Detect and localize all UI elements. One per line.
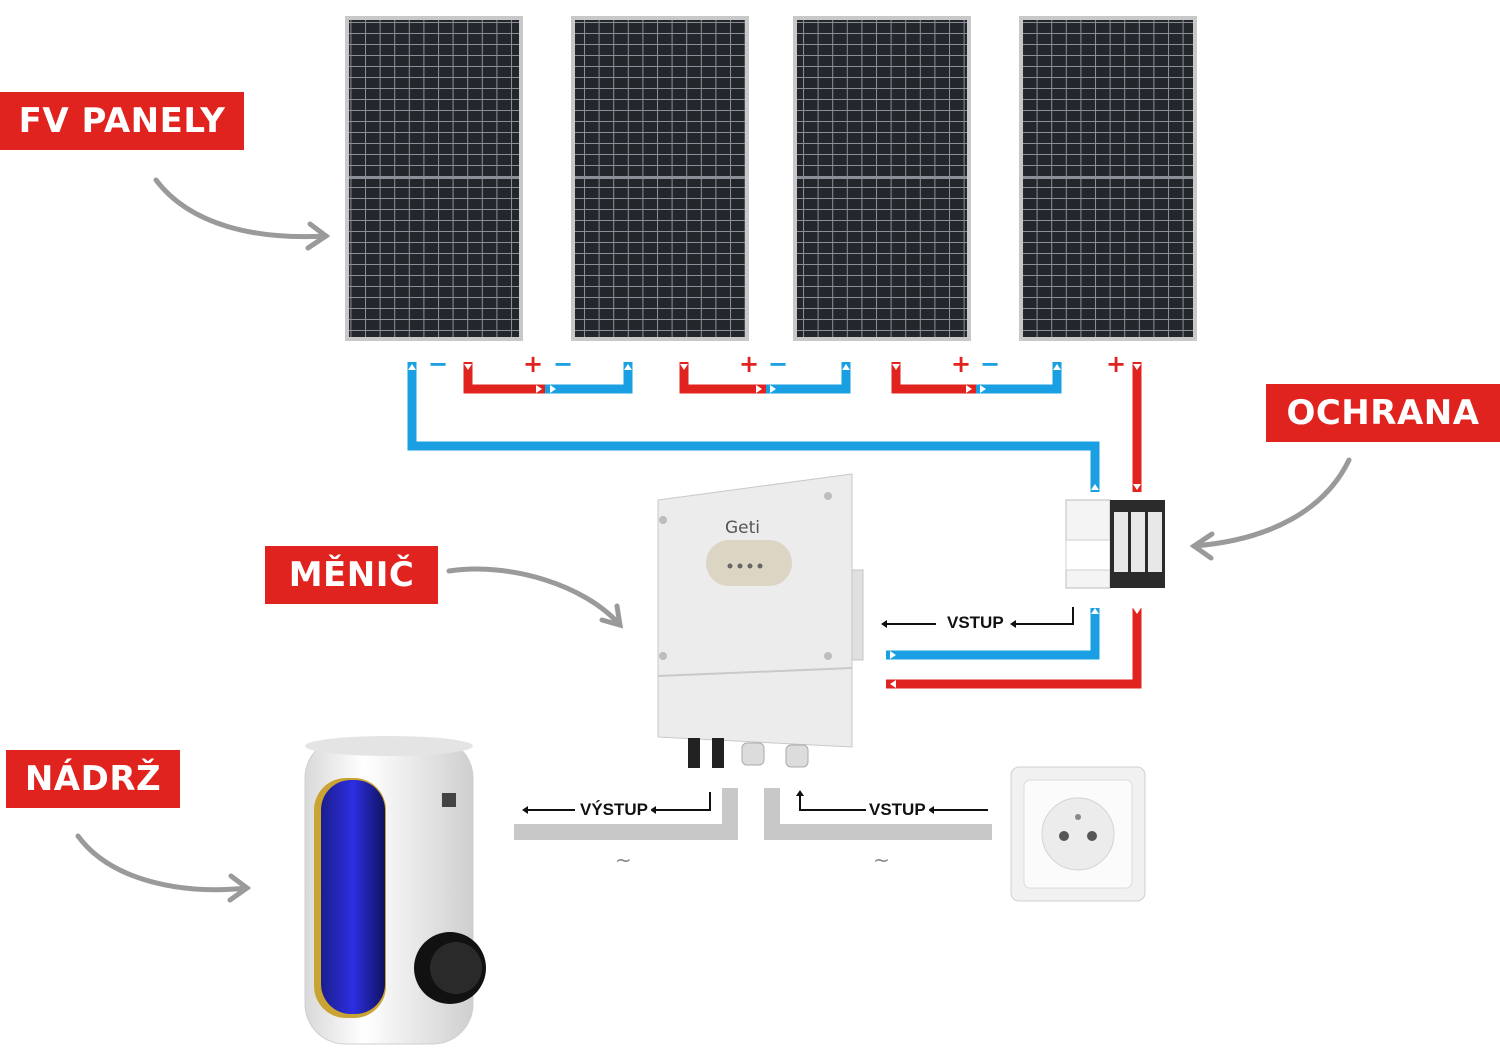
direction-arrows xyxy=(528,607,1074,811)
solar-panel-icon xyxy=(345,16,523,341)
inverter-brand: Geti xyxy=(725,518,761,538)
polarity-positive: + xyxy=(739,350,760,378)
label-ac-output: VÝSTUP xyxy=(577,800,652,820)
label-ac-input: VSTUP xyxy=(866,800,929,820)
pointer-arrows xyxy=(75,177,1352,903)
polarity-negative: − xyxy=(980,350,1001,378)
solar-panel-icon xyxy=(571,16,749,341)
direction-arrowheads xyxy=(522,620,1016,814)
wire-arrowheads xyxy=(408,364,1141,688)
polarity-negative: − xyxy=(428,350,449,378)
polarity-positive: + xyxy=(523,350,544,378)
label-tank: NÁDRŽ xyxy=(6,750,180,808)
solar-panel-icon xyxy=(793,16,971,341)
surge-protector-icon xyxy=(1065,499,1165,589)
label-fv-panels: FV PANELY xyxy=(0,92,244,150)
polarity-positive: + xyxy=(951,350,972,378)
water-tank-icon xyxy=(304,736,486,1045)
polarity-negative: − xyxy=(553,350,574,378)
dc-wiring xyxy=(407,362,1142,689)
polarity-negative: − xyxy=(768,350,789,378)
label-dc-input: VSTUP xyxy=(944,613,1007,633)
label-protection: OCHRANA xyxy=(1266,384,1500,442)
ac-symbol: ~ xyxy=(615,848,632,872)
power-socket-icon xyxy=(1010,766,1146,902)
ac-symbol: ~ xyxy=(873,848,890,872)
solar-panel-icon xyxy=(1019,16,1197,341)
polarity-positive: + xyxy=(1106,350,1127,378)
inverter-icon xyxy=(657,473,864,768)
ac-wiring xyxy=(514,788,992,840)
label-inverter: MĚNIČ xyxy=(265,546,438,604)
